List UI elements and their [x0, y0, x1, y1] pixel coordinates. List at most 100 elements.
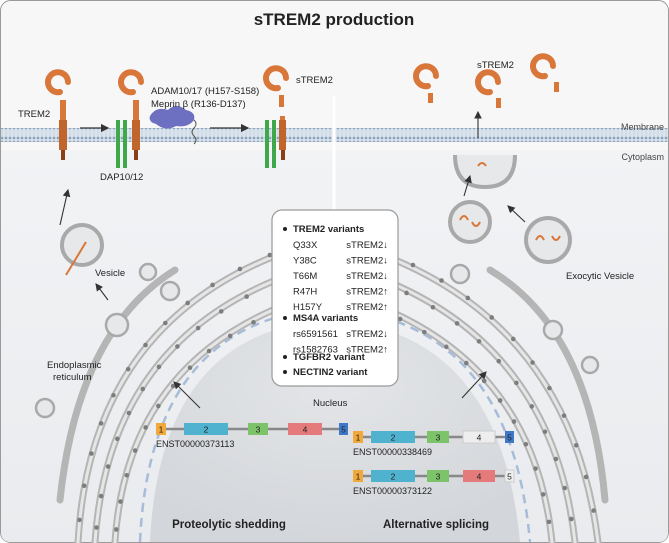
arrow-vesicle-up: [59, 188, 71, 226]
exon-box: [248, 423, 268, 435]
ribosome-dot: [553, 456, 559, 462]
exon-box: [371, 431, 415, 443]
ribosome-dot: [185, 300, 190, 306]
ribosome-dot: [170, 383, 176, 389]
meprin-label: Meprin β (R136-D137): [151, 99, 246, 110]
exon-box: [184, 423, 228, 435]
exon-number: 4: [303, 425, 308, 435]
ribosome-dot: [444, 344, 449, 350]
er-label-line2: reticulum: [53, 372, 92, 383]
ribosome-dot: [497, 398, 503, 403]
trem2-receptor: [45, 69, 71, 160]
ribosome-dot: [227, 333, 233, 339]
exon-number: 3: [436, 433, 441, 443]
ribosome-dot: [510, 336, 516, 342]
ribosome-dot: [511, 419, 517, 424]
ribosome-dot: [105, 464, 111, 469]
transcript-id: ENST00000338469: [353, 447, 432, 457]
variant-name: rs6591561: [293, 329, 338, 340]
ribosome-dot: [218, 309, 224, 314]
ribosome-dot: [195, 325, 201, 331]
exon-box: [371, 470, 415, 482]
exon-box: [353, 431, 363, 443]
ribosome-dot: [156, 364, 162, 370]
exon-number: 4: [477, 433, 482, 443]
nucleus: [150, 320, 520, 542]
arrow-splicing-out: [461, 371, 487, 399]
ribosome-dot: [244, 294, 249, 299]
ribosome-dot: [175, 344, 180, 349]
ribosome-dot: [124, 472, 130, 478]
variant-effect: sTREM2↑: [346, 345, 388, 356]
exon-number: 2: [391, 472, 396, 482]
small-vesicle: [580, 355, 600, 375]
ribosome-dot: [561, 413, 567, 418]
small-vesicle: [34, 397, 56, 419]
exon-box: [427, 470, 449, 482]
ribosome-dot: [481, 378, 487, 384]
ribosome-dot: [547, 385, 552, 391]
exon-number: 2: [204, 425, 209, 435]
exon-box: [462, 430, 496, 444]
exon-box: [339, 423, 348, 435]
vesicle-label: Vesicle: [95, 268, 125, 279]
vesicle-left: [60, 223, 104, 276]
exon-number: 5: [507, 433, 512, 443]
variant-name: Y38C: [293, 256, 317, 267]
ribosome-dot: [98, 421, 104, 426]
exon-box: [427, 431, 449, 443]
variant-effect: sTREM2↓: [346, 329, 388, 340]
exon-box: [504, 469, 515, 483]
ribosome-dot: [568, 516, 574, 522]
ribosome-dot: [591, 508, 596, 513]
ribosome-dot: [546, 519, 552, 525]
ribosome-dot: [125, 366, 131, 372]
proteolytic-shedding-label: Proteolytic shedding: [172, 519, 286, 531]
ribosome-dot: [542, 429, 548, 435]
exon-number: 1: [159, 425, 164, 435]
exon-box: [505, 431, 514, 443]
shed-strem2: [263, 65, 289, 107]
remaining-stub: [265, 116, 286, 168]
ribosome-dot: [114, 527, 119, 532]
variant-effect: sTREM2↓: [346, 256, 388, 267]
ribosome-dot: [237, 266, 243, 272]
exon-box: [156, 423, 166, 435]
small-vesicle: [138, 262, 158, 282]
ribosome-dot: [115, 436, 120, 442]
trem2-variants-heading: TREM2 variants: [293, 224, 364, 235]
ribosome-dot: [476, 339, 482, 344]
nectin2-variant: NECTIN2 variant: [293, 367, 368, 378]
exon-number: 5: [341, 425, 346, 435]
meprin-protease: [149, 106, 197, 145]
trem2-dap-complex: [116, 69, 144, 168]
ribosome-dot: [464, 360, 469, 366]
ribosome-dot: [421, 329, 427, 335]
membrane-label: Membrane: [621, 122, 664, 132]
ribosome-dot: [81, 483, 87, 489]
ribosome-dot: [118, 499, 123, 504]
ribosome-dot: [132, 448, 138, 453]
strem2-left-label: sTREM2: [296, 75, 333, 86]
vesicle-right: [448, 200, 492, 244]
variant-name: Q33X: [293, 240, 318, 251]
ribosome-dot: [523, 441, 529, 447]
ribosome-dot: [540, 492, 546, 497]
ribosome-dot: [163, 320, 168, 326]
ribosome-dot: [251, 320, 256, 325]
small-vesicle: [104, 312, 130, 338]
exocytic-vesicle: [524, 216, 572, 264]
ribosome-dot: [126, 410, 132, 416]
ribosome-dot: [439, 278, 444, 283]
ribosome-dot: [89, 451, 94, 456]
cytoplasm-label: Cytoplasm: [621, 152, 664, 162]
small-vesicle: [542, 319, 564, 341]
ribosome-dot: [397, 316, 403, 322]
tgfbr2-variant: TGFBR2 variant: [293, 352, 366, 363]
exon-box: [288, 423, 322, 435]
small-vesicle: [449, 263, 471, 285]
